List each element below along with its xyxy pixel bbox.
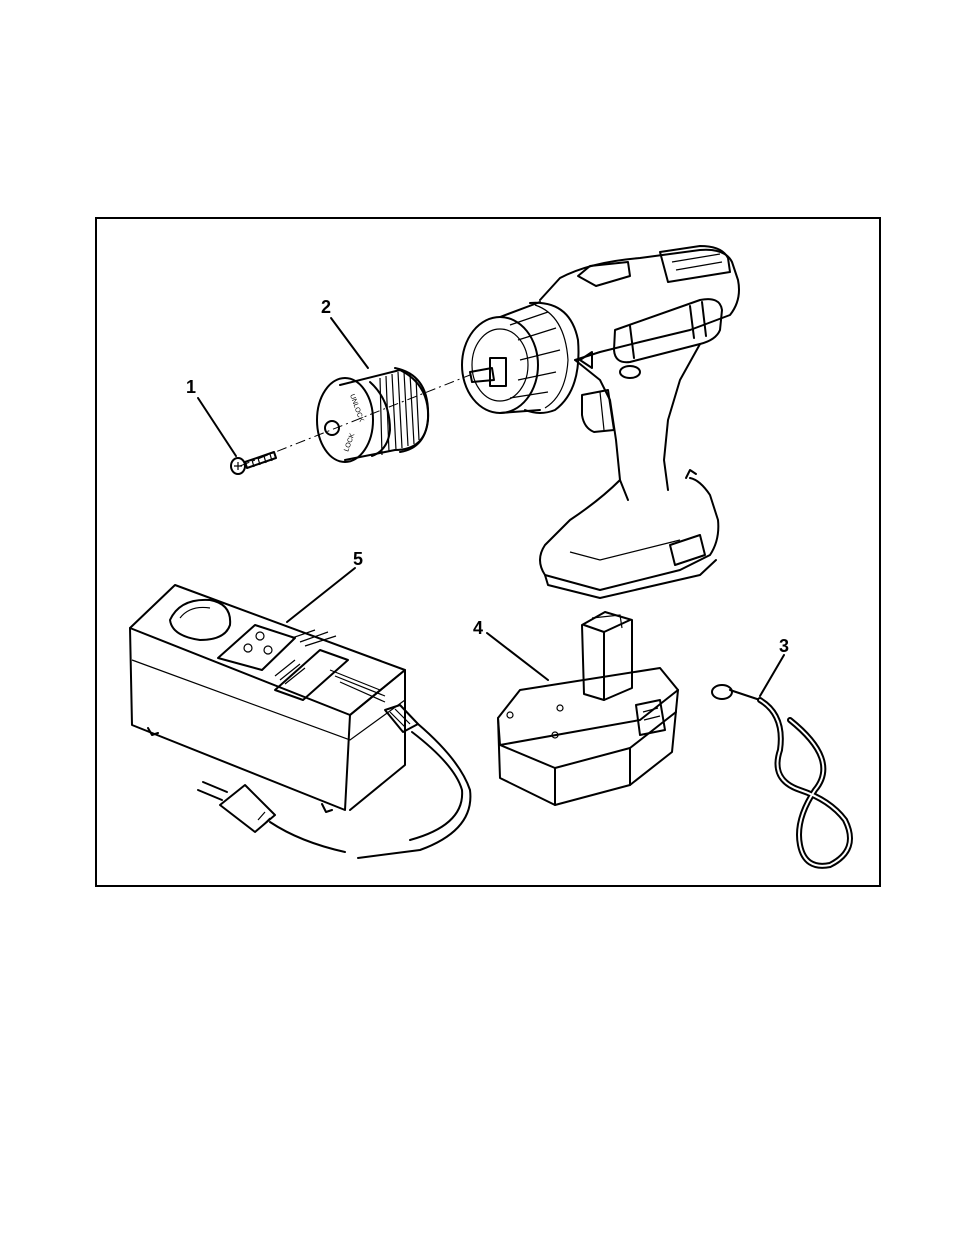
chuck-drawing: UNLOCK LOCK [317, 368, 428, 462]
drill-body-drawing [462, 246, 739, 598]
callout-4-battery: 4 [473, 618, 483, 638]
chuck-lock-marking: LOCK [343, 432, 356, 453]
callout-5-charger: 5 [353, 549, 363, 569]
battery-drawing [498, 612, 678, 805]
lanyard-drawing [712, 685, 850, 866]
charger-drawing [130, 585, 470, 858]
callout-1-screw: 1 [186, 377, 196, 397]
callout-3-lanyard: 3 [779, 636, 789, 656]
chuck-unlock-marking: UNLOCK [348, 393, 365, 423]
screw-drawing [231, 452, 276, 474]
callout-2-chuck: 2 [321, 297, 331, 317]
